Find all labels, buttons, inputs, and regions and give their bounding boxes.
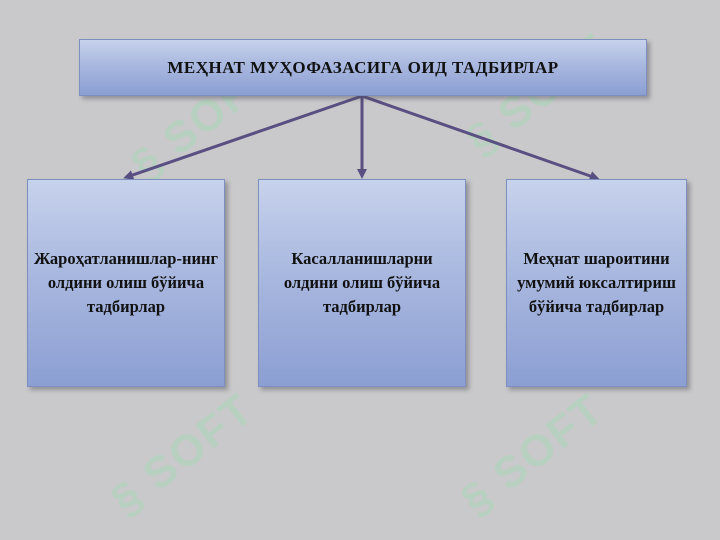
box-label: Касалланишларни олдини олиш бўйича тадби…: [283, 249, 441, 316]
box-disease-prevention: Касалланишларни олдини олиш бўйича тадби…: [258, 179, 466, 387]
arrow-left: [123, 94, 363, 180]
diagram-title: МЕҲНАТ МУҲОФАЗАСИГА ОИД ТАДБИРЛАР: [167, 57, 559, 77]
box-working-conditions: Меҳнат шароитини умумий юксалтириш бўйич…: [506, 179, 687, 387]
box-label: Жароҳатланишлар-нинг олдини олиш бўйича …: [34, 249, 218, 316]
box-label: Меҳнат шароитини умумий юксалтириш бўйич…: [517, 249, 676, 316]
arrow-right: [361, 94, 600, 181]
diagram-title-box: МЕҲНАТ МУҲОФАЗАСИГА ОИД ТАДБИРЛАР: [79, 39, 647, 96]
box-injury-prevention: Жароҳатланишлар-нинг олдини олиш бўйича …: [27, 179, 225, 387]
